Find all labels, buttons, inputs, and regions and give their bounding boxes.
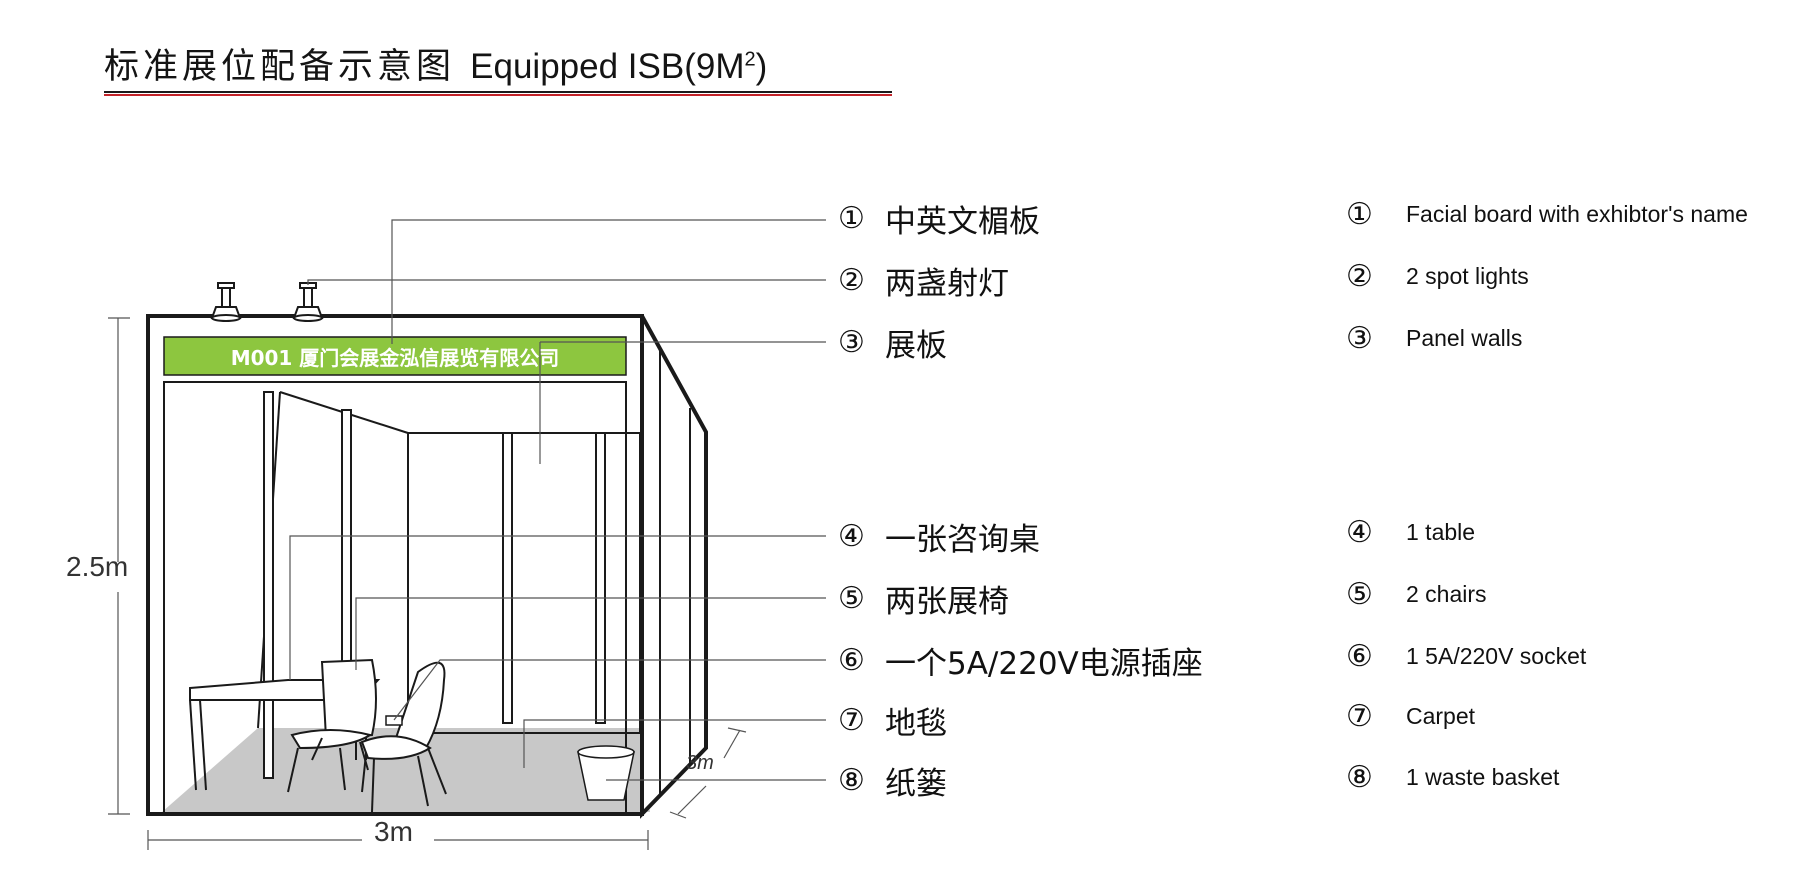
- fascia-board: [163, 336, 627, 376]
- depth-dimension: 3m: [686, 752, 714, 774]
- title-underline-red: [104, 94, 892, 96]
- spot-light: [292, 282, 324, 322]
- width-dimension: 3m: [374, 816, 413, 847]
- title-en: Equipped ISB(9M2): [470, 47, 768, 86]
- leader-lines: [289, 219, 826, 781]
- power-socket: [385, 715, 403, 726]
- title-underline: [104, 91, 892, 93]
- right-wall: [640, 315, 708, 819]
- carpet-floor: [162, 728, 650, 812]
- chair: [360, 661, 447, 813]
- title-block: 标准展位配备示意图 Equipped ISB(9M2): [104, 38, 767, 89]
- back-post: [595, 432, 606, 724]
- chair: [287, 658, 377, 793]
- spot-light: [210, 282, 242, 322]
- height-dimension: 2.5m: [66, 551, 129, 582]
- waste-basket: [577, 745, 635, 801]
- left-post: [263, 391, 274, 779]
- fascia-text: M001 厦门会展金泓信展览有限公司: [230, 345, 560, 370]
- back-post: [502, 432, 513, 724]
- title-zh: 标准展位配备示意图: [104, 47, 456, 87]
- page-title: 标准展位配备示意图 Equipped ISB(9M2): [104, 38, 767, 89]
- dimension-lines: [108, 317, 747, 850]
